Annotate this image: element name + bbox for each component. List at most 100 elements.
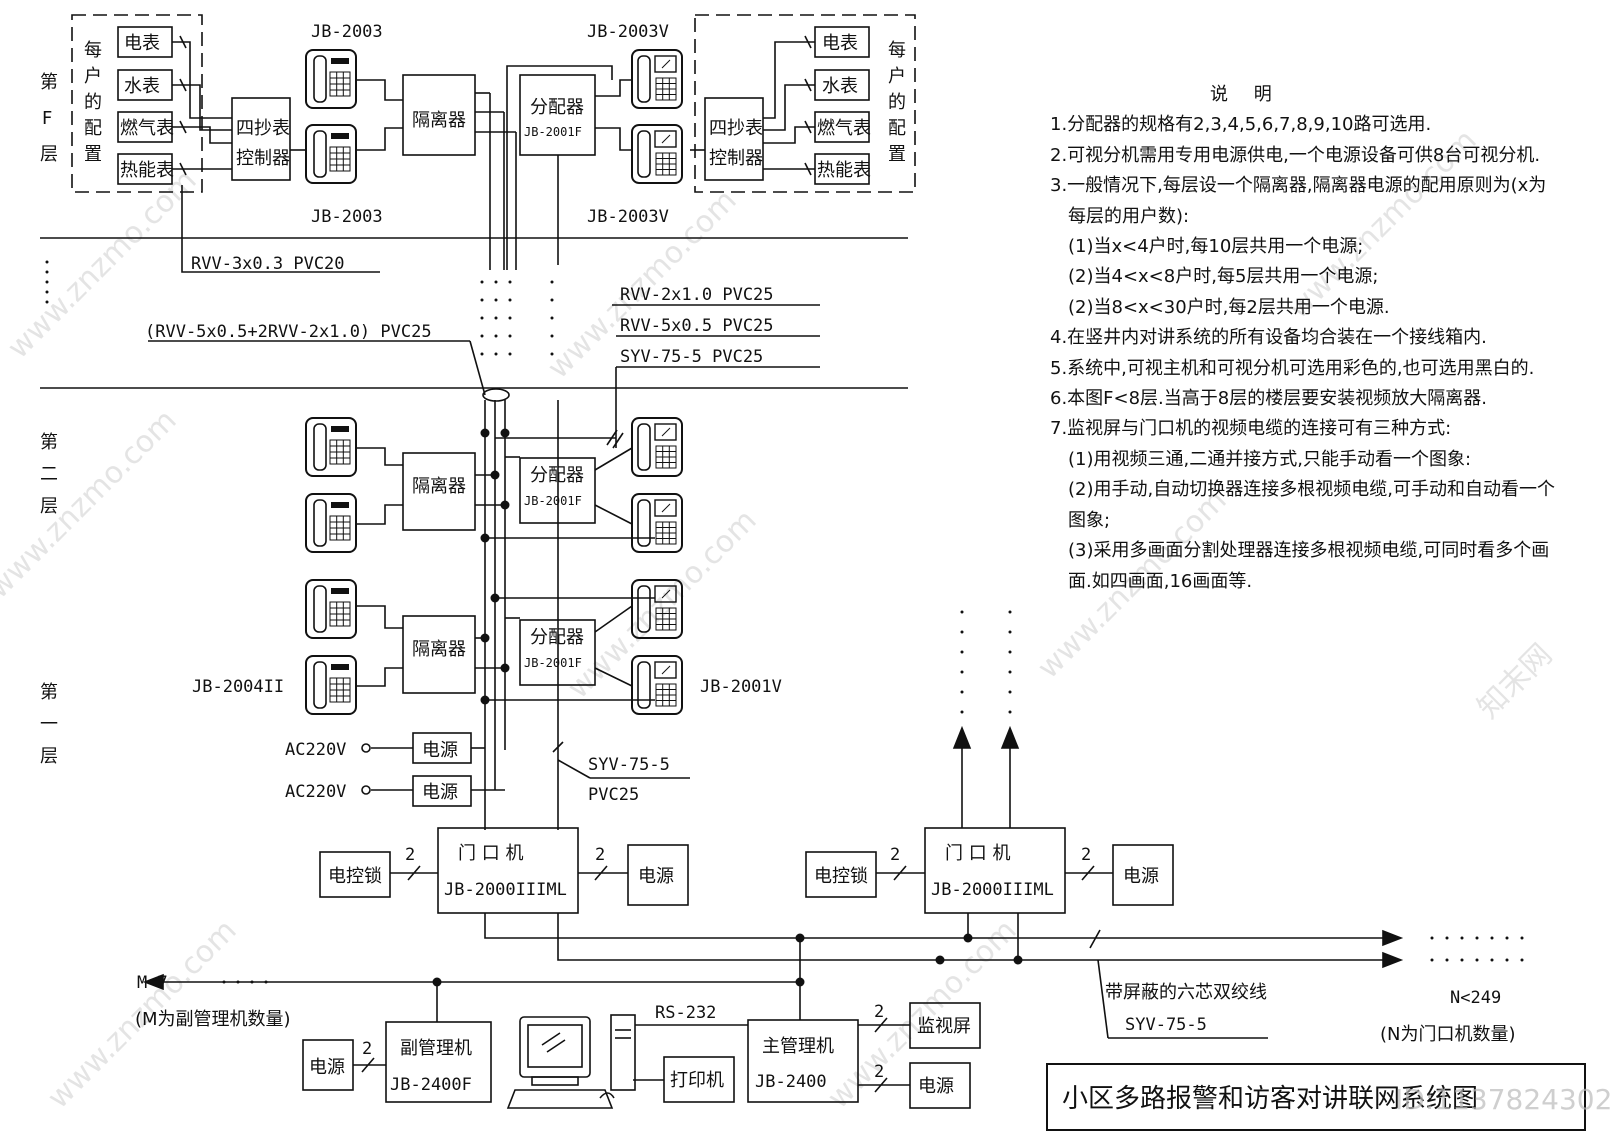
ac220-1: AC220V [285, 740, 346, 760]
controller-right-line1: 四抄表 [709, 118, 763, 139]
intercom-handset [305, 579, 357, 639]
video-handset [631, 655, 683, 715]
model-jb2001v: JB-2001V [700, 677, 782, 697]
n-limit: N<249 [1450, 988, 1501, 1008]
household-left-4: 配 [84, 118, 102, 139]
power-floor-2: 电源 [422, 782, 458, 803]
distributor-model-1: JB-2001F [524, 656, 582, 670]
controller-left-line2: 控制器 [236, 148, 290, 169]
m-limit: M<7 [137, 973, 168, 993]
electric-lock-2: 电控锁 [814, 866, 868, 887]
notes-title: 说 明 [1210, 84, 1282, 105]
model-jb2003-bottom: JB-2003 [311, 207, 383, 227]
intercom-handset [305, 493, 357, 553]
intercom-handset [305, 655, 357, 715]
meter-electric-left: 电表 [124, 33, 160, 54]
distributor-label-f: 分配器 [530, 97, 584, 118]
isolator-label-f: 隔离器 [412, 110, 466, 131]
note-3-cont: 每层的用户数): [1068, 205, 1190, 227]
distributor-label-2: 分配器 [530, 465, 584, 486]
note-3-3: (2)当8<x<30户时,每2层共用一个电源. [1068, 296, 1390, 318]
distributor-label-1: 分配器 [530, 627, 584, 648]
wire-count: 2 [362, 1039, 372, 1059]
intercom-handset [305, 417, 357, 477]
electric-lock-1: 电控锁 [328, 866, 382, 887]
meter-gas-right: 燃气表 [817, 118, 871, 139]
video-handset [631, 124, 683, 184]
ellipsis-dots [45, 260, 1524, 984]
floor-label-1-3: 层 [40, 746, 58, 767]
sub-manager-power: 电源 [309, 1057, 345, 1078]
shielded-cable-label: 带屏蔽的六芯双绞线 [1105, 982, 1267, 1003]
watermark-text: www.znzmo.com [0, 403, 184, 606]
syv-callout-b: PVC25 [588, 785, 639, 805]
floor-label-top-1: 第 [40, 72, 58, 93]
rs232-label: RS-232 [655, 1003, 716, 1023]
controller-left-line1: 四抄表 [236, 118, 290, 139]
n-note: (N为门口机数量) [1380, 1024, 1516, 1045]
intercom-handset [305, 124, 357, 184]
wire-count: 2 [874, 1002, 884, 1022]
note-3-1: (1)当x<4户时,每10层共用一个电源; [1068, 236, 1364, 258]
sub-manager-label: 副管理机 [400, 1038, 472, 1059]
power-floor-1: 电源 [422, 740, 458, 761]
watermark-brand: 知末网 [1471, 637, 1559, 725]
distributor-model-2: JB-2001F [524, 494, 582, 508]
sub-manager-model: JB-2400F [390, 1075, 472, 1095]
household-left-1: 每 [84, 40, 102, 61]
video-handset [631, 49, 683, 109]
household-right-5: 置 [888, 144, 906, 165]
isolator-label-1: 隔离器 [412, 639, 466, 660]
cable-rvv5-combo: (RVV-5x0.5+2RVV-2x1.0) PVC25 [145, 322, 432, 342]
wire-count: 2 [405, 845, 415, 865]
wire-count: 2 [1081, 845, 1091, 865]
main-manager-model: JB-2400 [755, 1072, 827, 1092]
note-7-3: (3)采用多画面分割处理器连接多根视频电缆,可同时看多个画面.如四画面,16画面… [1068, 540, 1550, 592]
note-7-1: (1)用视频三通,二通并接方式,只能手动看一个图象: [1068, 448, 1472, 470]
meter-gas-left: 燃气表 [120, 118, 174, 139]
wire-count: 2 [595, 845, 605, 865]
floor-label-2-3: 层 [40, 496, 58, 517]
main-manager-label: 主管理机 [762, 1036, 834, 1057]
model-jb2003v-top: JB-2003V [587, 22, 669, 42]
model-jb2003v-bottom: JB-2003V [587, 207, 669, 227]
model-jb2003-top: JB-2003 [311, 22, 383, 42]
door-unit-2-title: 门 口 机 [945, 843, 1010, 864]
door-power-2: 电源 [1123, 866, 1159, 887]
floor-label-2-1: 第 [40, 432, 58, 453]
note-3: 3.一般情况下,每层设一个隔离器,隔离器电源的配用原则为(x为 [1050, 175, 1547, 197]
m-note: (M为副管理机数量) [135, 1009, 291, 1030]
note-7: 7.监视屏与门口机的视频电缆的连接可有三种方式: [1050, 418, 1452, 440]
monitor-label: 监视屏 [917, 1016, 971, 1037]
meter-water-left: 水表 [124, 76, 160, 97]
household-right-1: 每 [888, 40, 906, 61]
cable-syv: SYV-75-5 PVC25 [620, 347, 763, 367]
floor-label-1-1: 第 [40, 682, 58, 703]
note-4: 4.在竖井内对讲系统的所有设备均合装在一个接线箱内. [1050, 327, 1487, 349]
ac220-2: AC220V [285, 782, 346, 802]
household-right-2: 户 [888, 66, 906, 87]
meter-heat-left: 热能表 [120, 160, 174, 181]
floor-label-1-2: 一 [40, 714, 58, 735]
meter-heat-right: 热能表 [817, 160, 871, 181]
meter-electric-right: 电表 [822, 33, 858, 54]
video-handset [631, 417, 683, 477]
note-2: 2.可视分机需用专用电源供电,一个电源设备可供8台可视分机. [1050, 144, 1541, 166]
floor-label-top-3: 层 [40, 144, 58, 165]
door-unit-2-model: JB-2000IIIML [931, 880, 1054, 900]
syv-callout-c: SYV-75-5 [1125, 1015, 1207, 1035]
model-jb2004: JB-2004II [192, 677, 284, 697]
door-unit-1-title: 门 口 机 [458, 843, 523, 864]
meter-water-right: 水表 [822, 76, 858, 97]
cable-rvv5: RVV-5x0.5 PVC25 [620, 316, 774, 336]
printer-label: 打印机 [670, 1070, 724, 1091]
note-7-2: (2)用手动,自动切换器连接多根视频电缆,可手动和自动看一个图象; [1068, 479, 1555, 531]
door-power-1: 电源 [638, 866, 674, 887]
note-1: 1.分配器的规格有2,3,4,5,6,7,8,9,10路可选用. [1050, 114, 1432, 136]
junction-dots [432, 428, 1023, 987]
distributor-model-f: JB-2001F [524, 125, 582, 139]
note-3-2: (2)当4<x<8户时,每5层共用一个电源; [1068, 266, 1379, 288]
note-6: 6.本图F<8层.当高于8层的楼层要安装视频放大隔离器. [1050, 388, 1487, 410]
video-handset [631, 493, 683, 553]
